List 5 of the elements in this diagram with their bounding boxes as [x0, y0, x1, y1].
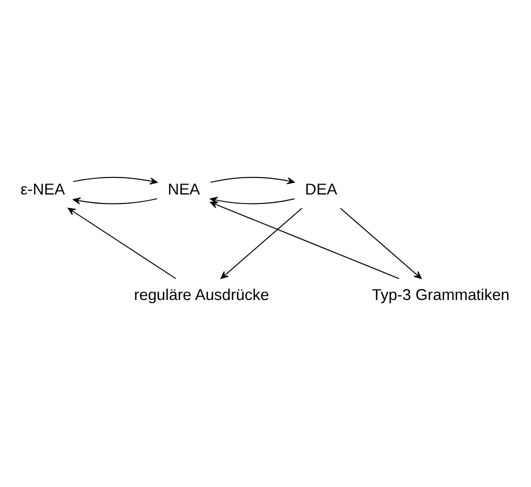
node-text: reguläre Ausdrücke [134, 287, 270, 304]
node-text: Typ-3 Grammatiken [372, 287, 510, 304]
node-text: ε-NEA [20, 181, 65, 198]
node-text: NEA [168, 181, 200, 198]
node-text: DEA [305, 181, 338, 198]
